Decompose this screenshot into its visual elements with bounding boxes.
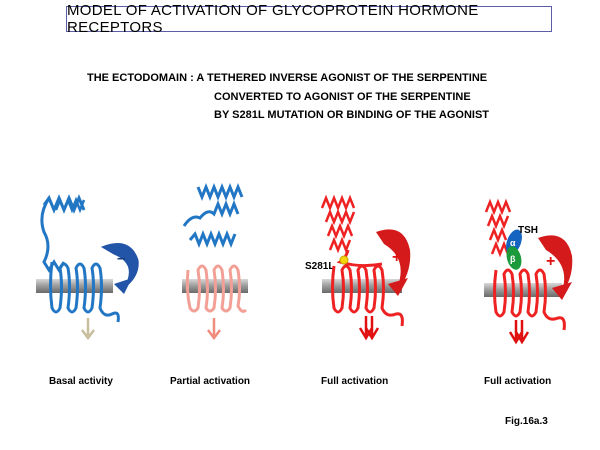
caption-partial: Partial activation [170,376,251,387]
caption-basal: Basal activity [49,376,113,387]
title-box: MODEL OF ACTIVATION OF GLYCOPROTEIN HORM… [66,2,552,36]
serpentine-helices [331,264,404,327]
ectodomain-coil [320,194,356,254]
serpentine-helices [493,268,566,331]
inverse-agonist-arrow [100,243,139,289]
caption-full-tsh: Full activation [484,376,552,387]
mutation-dot [339,255,349,265]
tsh-beta-label: β [510,254,516,264]
tsh-beta-subunit [506,246,522,270]
ectodomain-coil [484,198,512,258]
mutation-label: S281L [305,261,334,272]
panel-basal: – [36,194,139,341]
signal-arrow [508,320,530,345]
agonist-arrow [538,235,573,294]
panel-partial [182,182,248,341]
subtitle-line-2: CONVERTED TO AGONIST OF THE SERPENTINE [214,91,471,103]
agonist-arrow [388,278,408,296]
inverse-agonist-arrow [114,278,132,294]
subtitle-line-3: BY S281L MUTATION OR BINDING OF THE AGON… [214,109,490,121]
detached-ectodomain [196,182,244,202]
panel-s281l: S281L + [305,194,411,341]
serpentine-helices [49,261,120,323]
signal-arrow [358,316,380,341]
tsh-label: TSH [518,225,538,236]
ectodomain-coil [54,196,86,214]
panel-tsh: α β TSH + [484,198,573,345]
signal-arrow [207,318,221,341]
tsh-alpha-label: α [510,238,516,248]
agonist-arrow [376,229,411,290]
minus-sign: – [117,250,126,267]
detached-ectodomain [182,199,240,249]
serpentine-helices [185,264,248,313]
page-title: MODEL OF ACTIVATION OF GLYCOPROTEIN HORM… [67,2,479,36]
signal-arrow [81,318,95,341]
subtitle-line-1: THE ECTODOMAIN : A TETHERED INVERSE AGON… [87,72,488,84]
plus-sign: + [392,249,401,266]
plus-sign: + [546,253,555,270]
agonist-arrow [552,282,572,300]
figure-label: Fig.16a.3 [505,416,548,427]
membrane [484,283,562,297]
caption-full-s281l: Full activation [321,376,389,387]
